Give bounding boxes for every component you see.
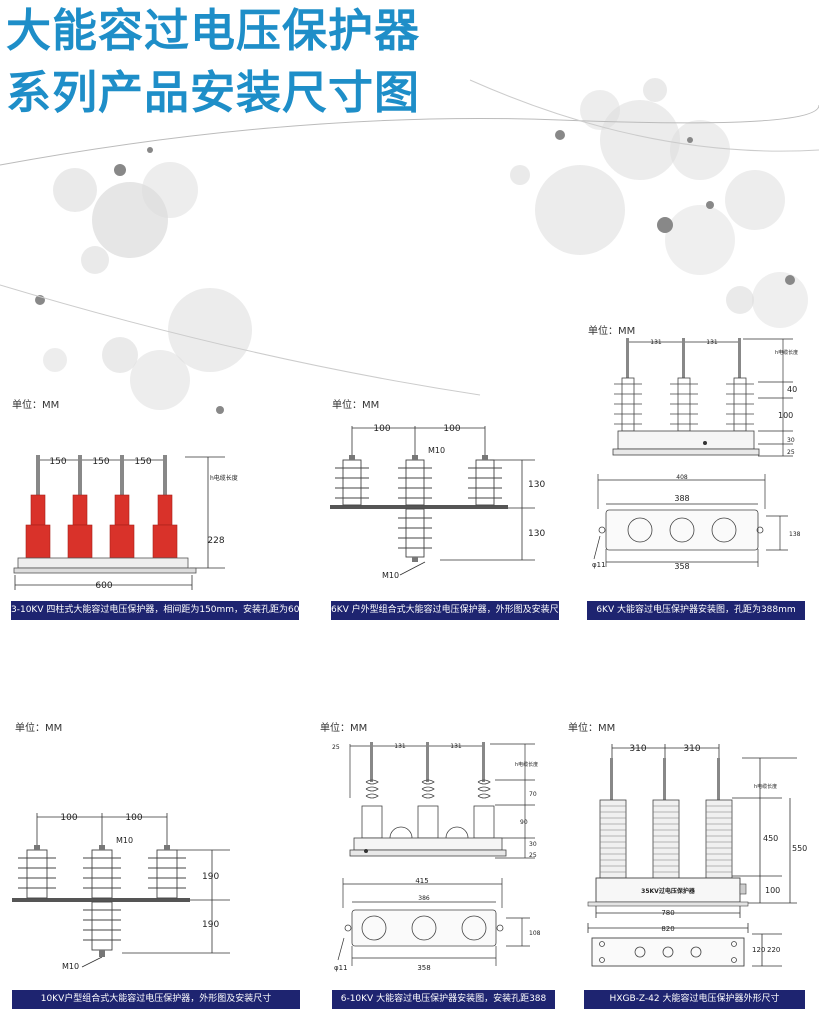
unit-label: 单位：MM bbox=[12, 400, 60, 411]
dim-spacing-1: 131 bbox=[394, 743, 406, 750]
figure-caption: 6-10KV 大能容过电压保护器安装图，安装孔距388 bbox=[332, 990, 555, 1009]
dim-spacing-3: 150 bbox=[134, 457, 151, 467]
dim-spacing-2: 131 bbox=[706, 339, 718, 346]
unit-label: 单位：MM bbox=[332, 400, 380, 411]
dim-width: 600 bbox=[95, 581, 112, 591]
diagram-four-column-protector: 150 150 150 h电缆长度 228 600 bbox=[13, 455, 238, 591]
dim-height: 228 bbox=[207, 536, 224, 546]
dim-height-top: 130 bbox=[528, 480, 545, 490]
dim-h100: 100 bbox=[765, 886, 780, 895]
dim-spacing-1: 100 bbox=[60, 813, 77, 823]
dim-height-bottom: 130 bbox=[528, 529, 545, 539]
dim-spacing-2: 100 bbox=[443, 424, 460, 434]
unit-label: 单位：MM bbox=[320, 723, 368, 734]
dim-spacing-1: 310 bbox=[629, 744, 646, 754]
unit-label: 单位：MM bbox=[15, 723, 63, 734]
dim-width-388: 388 bbox=[674, 494, 689, 503]
diagram-10kv-indoor-combination: 100 100 M10 190 190 M10 bbox=[12, 813, 230, 971]
dim-width-408: 408 bbox=[676, 474, 688, 481]
figure-caption: 10KV户型组合式大能容过电压保护器，外形图及安装尺寸 bbox=[12, 990, 300, 1009]
decorative-background bbox=[0, 78, 819, 414]
dim-h90: 90 bbox=[520, 819, 528, 826]
dim-h-label: h电缆长度 bbox=[210, 474, 238, 482]
dim-spacing-1: 150 bbox=[49, 457, 66, 467]
dim-height-top: 190 bbox=[202, 872, 219, 882]
dim-depth-108: 108 bbox=[529, 930, 541, 937]
diagram-6-10kv-installation: 25 131 131 h电缆长度 70 90 30 25 415 386 108… bbox=[332, 742, 541, 972]
dim-bolt-bottom: M10 bbox=[62, 962, 79, 971]
dim-hole: φ11 bbox=[592, 561, 606, 569]
dim-spacing-2: 131 bbox=[450, 743, 462, 750]
dim-spacing-2: 150 bbox=[92, 457, 109, 467]
dim-height-bottom: 190 bbox=[202, 920, 219, 930]
dim-h70: 70 bbox=[529, 791, 537, 798]
figure-caption: 6KV 户外型组合式大能容过电压保护器，外形图及安装尺寸 bbox=[331, 601, 559, 620]
dim-bolt-top: M10 bbox=[116, 836, 133, 845]
dim-spacing-2: 100 bbox=[125, 813, 142, 823]
dim-width-780: 780 bbox=[661, 909, 674, 917]
diagram-6kv-outdoor-combination: 100 100 M10 130 130 M10 bbox=[330, 424, 545, 580]
dim-h450: 450 bbox=[763, 834, 778, 843]
dim-spacing-1: 100 bbox=[373, 424, 390, 434]
figure-caption: 3-10KV 四柱式大能容过电压保护器，相间距为150mm，安装孔距为600mm bbox=[11, 601, 299, 620]
figure-caption: HXGB-Z-42 大能容过电压保护器外形尺寸 bbox=[584, 990, 805, 1009]
dim-width-358: 358 bbox=[417, 964, 430, 972]
page-title-line2: 系列产品安装尺寸图 bbox=[6, 66, 421, 119]
dim-width-820: 820 bbox=[661, 925, 674, 933]
diagram-6kv-installation: 131 131 h电缆长度 40 100 30 25 408 388 138 φ… bbox=[592, 338, 801, 571]
dim-bolt-top: M10 bbox=[428, 446, 445, 455]
dim-width-415: 415 bbox=[415, 877, 428, 885]
dim-h40: 40 bbox=[787, 385, 797, 394]
dim-left-25: 25 bbox=[332, 744, 340, 751]
dim-spacing-1: 131 bbox=[650, 339, 662, 346]
dim-h-label: h电缆长度 bbox=[754, 783, 777, 790]
dim-depth-220: 220 bbox=[767, 946, 780, 954]
dim-h-label: h电缆长度 bbox=[515, 761, 538, 768]
page-title-line1: 大能容过电压保护器 bbox=[6, 4, 421, 57]
box-label: 35KV过电压保护器 bbox=[641, 887, 696, 895]
dim-width-386: 386 bbox=[418, 895, 430, 902]
unit-label: 单位：MM bbox=[588, 326, 636, 337]
dim-h-label: h电缆长度 bbox=[775, 349, 798, 356]
dim-depth-120: 120 bbox=[752, 946, 765, 954]
dim-width-358: 358 bbox=[674, 562, 689, 571]
dim-hole: φ11 bbox=[334, 964, 348, 972]
unit-label: 单位：MM bbox=[568, 723, 616, 734]
dim-h550: 550 bbox=[792, 844, 807, 853]
dim-bolt-bottom: M10 bbox=[382, 571, 399, 580]
dim-depth-138: 138 bbox=[789, 531, 801, 538]
figure-caption: 6KV 大能容过电压保护器安装图，孔距为388mm bbox=[587, 601, 805, 620]
dim-h25: 25 bbox=[787, 449, 795, 456]
dim-h100: 100 bbox=[778, 411, 793, 420]
dim-h30: 30 bbox=[787, 437, 795, 444]
dim-h25: 25 bbox=[529, 852, 537, 859]
dim-h30: 30 bbox=[529, 841, 537, 848]
dim-spacing-2: 310 bbox=[683, 744, 700, 754]
diagram-hxgb-z-42: 310 310 h电缆长度 450 550 100 35KV过电压保护器 780… bbox=[587, 744, 807, 967]
